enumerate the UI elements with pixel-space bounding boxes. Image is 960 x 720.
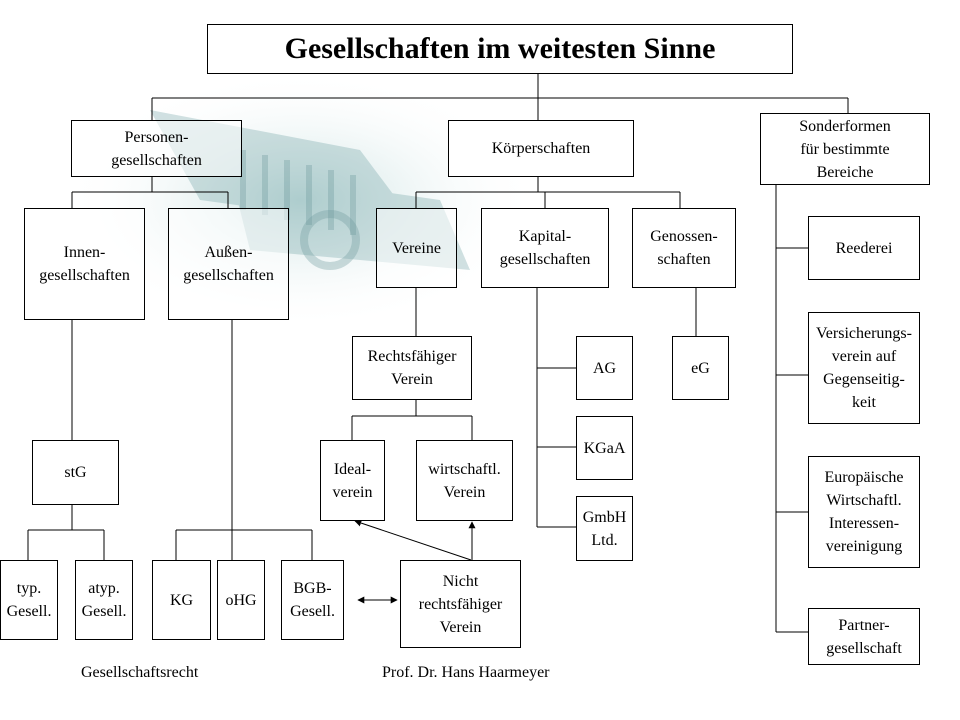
node-ewiv: Europäische Wirtschaftl. Interessen- ver…	[808, 456, 920, 568]
node-reederei: Reederei	[808, 216, 920, 280]
node-nicht-rechtsfaehiger-verein: Nicht rechtsfähiger Verein	[400, 560, 521, 648]
node-idealverein: Ideal- verein	[320, 440, 385, 521]
node-genossenschaften: Genossen- schaften	[632, 208, 736, 288]
node-atyp-gesell: atyp. Gesell.	[75, 560, 133, 640]
footer-course: Gesellschaftsrecht	[81, 664, 199, 681]
node-ag: AG	[576, 336, 633, 400]
node-stg: stG	[32, 440, 119, 505]
node-koerperschaften: Körperschaften	[448, 120, 634, 177]
node-personengesellschaften: Personen- gesellschaften	[71, 120, 242, 177]
node-aussengesellschaften: Außen- gesellschaften	[168, 208, 289, 320]
node-kgaa: KGaA	[576, 416, 633, 480]
node-bgb-gesell: BGB- Gesell.	[281, 560, 344, 640]
footer-author: Prof. Dr. Hans Haarmeyer	[382, 664, 550, 681]
node-ohg: oHG	[217, 560, 265, 640]
node-kg: KG	[152, 560, 211, 640]
node-wirtschaftl-verein: wirtschaftl. Verein	[416, 440, 513, 521]
node-vereine: Vereine	[376, 208, 457, 288]
node-kapitalgesellschaften: Kapital- gesellschaften	[481, 208, 609, 288]
node-eg: eG	[672, 336, 729, 400]
page-title: Gesellschaften im weitesten Sinne	[207, 24, 793, 74]
node-sonderformen: Sonderformen für bestimmte Bereiche	[760, 113, 930, 185]
node-partnergesellschaft: Partner- gesellschaft	[808, 608, 920, 665]
node-rechtsfaehiger-verein: Rechtsfähiger Verein	[352, 336, 472, 400]
node-typ-gesell: typ. Gesell.	[0, 560, 58, 640]
node-versicherungsverein: Versicherungs- verein auf Gegenseitig- k…	[808, 312, 920, 424]
node-innengesellschaften: Innen- gesellschaften	[24, 208, 145, 320]
node-gmbh: GmbH Ltd.	[576, 496, 633, 561]
